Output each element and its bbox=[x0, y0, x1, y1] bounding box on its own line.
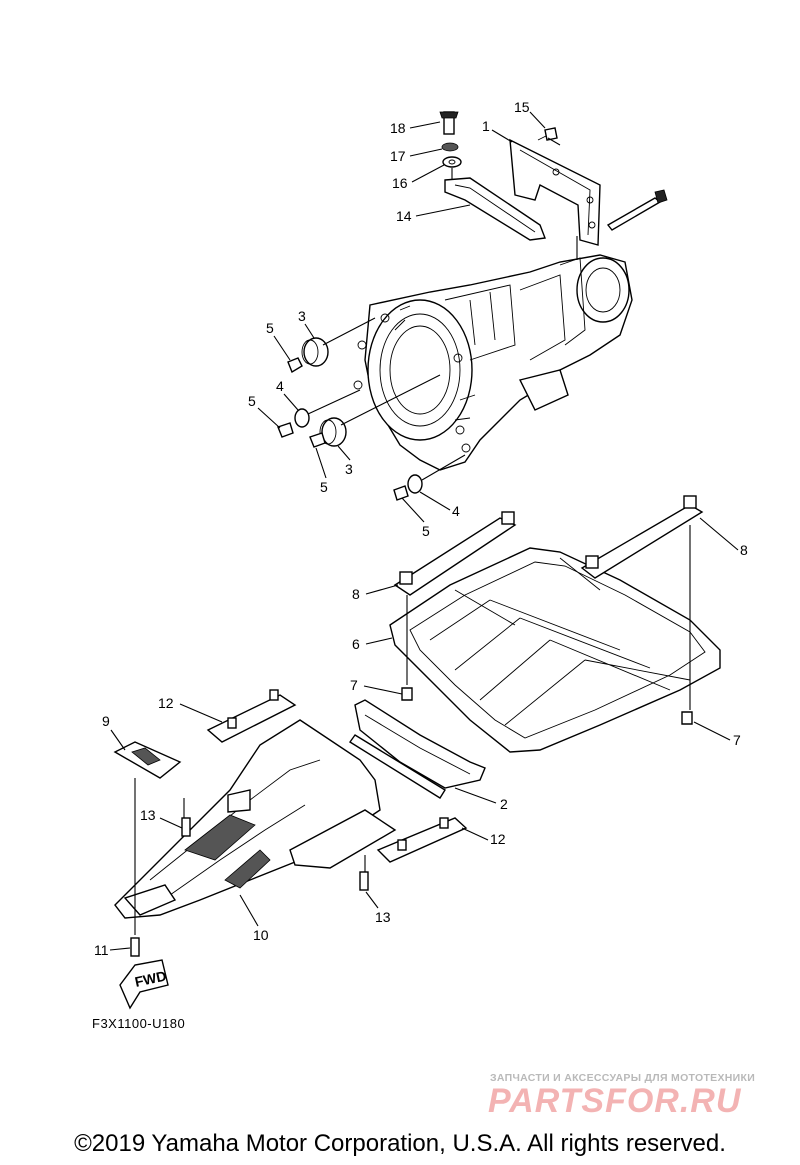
callout-8a: 8 bbox=[740, 542, 748, 558]
callout-14: 14 bbox=[396, 208, 412, 224]
callout-1: 1 bbox=[482, 118, 490, 134]
callout-2: 2 bbox=[500, 796, 508, 812]
callout-12b: 12 bbox=[490, 831, 506, 847]
callout-4a: 4 bbox=[276, 378, 284, 394]
fwd-label: FWD bbox=[133, 968, 168, 990]
callout-5b: 5 bbox=[248, 393, 256, 409]
callout-6: 6 bbox=[352, 636, 360, 652]
callout-9: 9 bbox=[102, 713, 110, 729]
pump-housing-drawing bbox=[353, 254, 633, 471]
copyright-notice: ©2019 Yamaha Motor Corporation, U.S.A. A… bbox=[74, 1130, 726, 1157]
callout-4b: 4 bbox=[452, 503, 460, 519]
fwd-arrow-icon: FWD bbox=[119, 959, 169, 1010]
callout-17: 17 bbox=[390, 148, 406, 164]
callout-5d: 5 bbox=[422, 523, 430, 539]
callout-10: 10 bbox=[253, 927, 269, 943]
upper-bracket-drawing bbox=[439, 111, 668, 260]
deflector-drawing bbox=[348, 699, 486, 799]
callout-11: 11 bbox=[94, 942, 109, 958]
reference-code: F3X1100-U180 bbox=[92, 1016, 186, 1031]
callout-7b: 7 bbox=[733, 732, 741, 748]
intake-duct-drawing bbox=[114, 719, 397, 919]
engine-mount-hardware bbox=[277, 317, 466, 501]
callout-5a: 5 bbox=[266, 320, 274, 336]
callout-15: 15 bbox=[514, 99, 530, 115]
callout-13a: 13 bbox=[140, 807, 156, 823]
callout-3b: 3 bbox=[345, 461, 353, 477]
hull-liner-drawing bbox=[389, 495, 721, 753]
callouts: 18 15 1 17 16 14 3 5 4 5 5 3 4 5 8 8 6 7 bbox=[94, 99, 748, 958]
callout-13b: 13 bbox=[375, 909, 391, 925]
callout-18: 18 bbox=[390, 120, 406, 136]
callout-12a: 12 bbox=[158, 695, 174, 711]
callout-3a: 3 bbox=[298, 308, 306, 324]
callout-16: 16 bbox=[392, 175, 408, 191]
watermark-logo: PARTSFOR.RU bbox=[488, 1082, 742, 1120]
callout-7a: 7 bbox=[350, 677, 358, 693]
watermark-tagline: ЗАПЧАСТИ И АКСЕССУАРЫ ДЛЯ МОТОТЕХНИКИ bbox=[490, 1072, 756, 1084]
small-fittings-drawing bbox=[113, 689, 468, 957]
callout-5c: 5 bbox=[320, 479, 328, 495]
callout-8b: 8 bbox=[352, 586, 360, 602]
